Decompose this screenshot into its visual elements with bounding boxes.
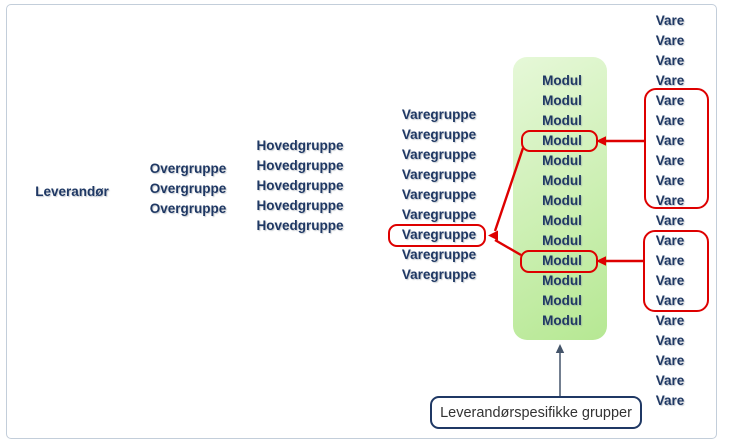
node-label: Modul [542, 313, 582, 328]
node-label: Vare [655, 113, 685, 128]
node-label: Modul [542, 273, 582, 288]
node-label: Vare [655, 233, 685, 248]
node-label: Vare [655, 273, 685, 288]
frame-border [6, 4, 717, 439]
node-label: Varegruppe [401, 247, 477, 262]
node-label: Vare [655, 293, 685, 308]
node-label: Vare [655, 393, 685, 408]
node-label: Modul [542, 73, 582, 88]
node-label: Modul [542, 213, 582, 228]
node-label: Vare [655, 213, 685, 228]
arrowhead-modulB-icon [596, 256, 606, 266]
node-label: Modul [542, 173, 582, 188]
node-label: Vare [655, 93, 685, 108]
node-label: Modul [542, 253, 582, 268]
node-label: Vare [655, 33, 685, 48]
node-label: Vare [655, 313, 685, 328]
line-modulB-to-varegruppe [494, 238, 522, 257]
node-label: Modul [542, 133, 582, 148]
node-label: Vare [655, 153, 685, 168]
node-label: Overgruppe [149, 181, 227, 196]
highlight-ring-varegruppe [388, 224, 486, 247]
node-label: Vare [655, 373, 685, 388]
node-label: Vare [655, 333, 685, 348]
highlight-ring-modul-lower [520, 250, 598, 273]
line-modulA-to-varegruppe [493, 147, 525, 232]
node-label: Vare [655, 53, 685, 68]
node-label: Varegruppe [401, 207, 477, 222]
node-label: Vare [655, 173, 685, 188]
node-label: Hovedgruppe [256, 138, 344, 153]
node-label: Hovedgruppe [256, 178, 344, 193]
node-label: Overgruppe [149, 201, 227, 216]
node-label: Vare [655, 193, 685, 208]
highlight-ring-vare-lower [643, 230, 709, 312]
node-label: Modul [542, 113, 582, 128]
node-label: Hovedgruppe [256, 158, 344, 173]
node-label: Varegruppe [401, 147, 477, 162]
node-label: Modul [542, 153, 582, 168]
node-label: Modul [542, 293, 582, 308]
node-label: Modul [542, 233, 582, 248]
arrowhead-panel-icon [555, 344, 565, 353]
node-label: Vare [655, 253, 685, 268]
node-label: Overgruppe [149, 161, 227, 176]
node-label: Varegruppe [401, 267, 477, 282]
highlight-ring-modul-upper [521, 130, 598, 152]
node-label: Varegruppe [401, 107, 477, 122]
node-label: Vare [655, 353, 685, 368]
node-label: Varegruppe [401, 187, 477, 202]
node-label: Modul [542, 93, 582, 108]
node-label: Hovedgruppe [256, 198, 344, 213]
modul-group-panel [513, 57, 607, 340]
column-leverandor: Leverandør [22, 182, 122, 202]
node-label: Varegruppe [401, 127, 477, 142]
arrowhead-varegruppe-icon [488, 230, 498, 241]
highlight-ring-vare-upper [644, 88, 709, 209]
node-label: Modul [542, 193, 582, 208]
node-label: Vare [655, 13, 685, 28]
node-label: Leverandør [35, 184, 109, 199]
node-label: Varegruppe [401, 227, 477, 242]
arrowhead-modulA-icon [596, 136, 606, 146]
callout-label: Leverandørspesifikke grupper [440, 404, 632, 421]
callout-box: Leverandørspesifikke grupper [430, 396, 642, 429]
node-label: Hovedgruppe [256, 218, 344, 233]
node-label: Varegruppe [401, 167, 477, 182]
node-label: Vare [655, 73, 685, 88]
node-label: Vare [655, 133, 685, 148]
